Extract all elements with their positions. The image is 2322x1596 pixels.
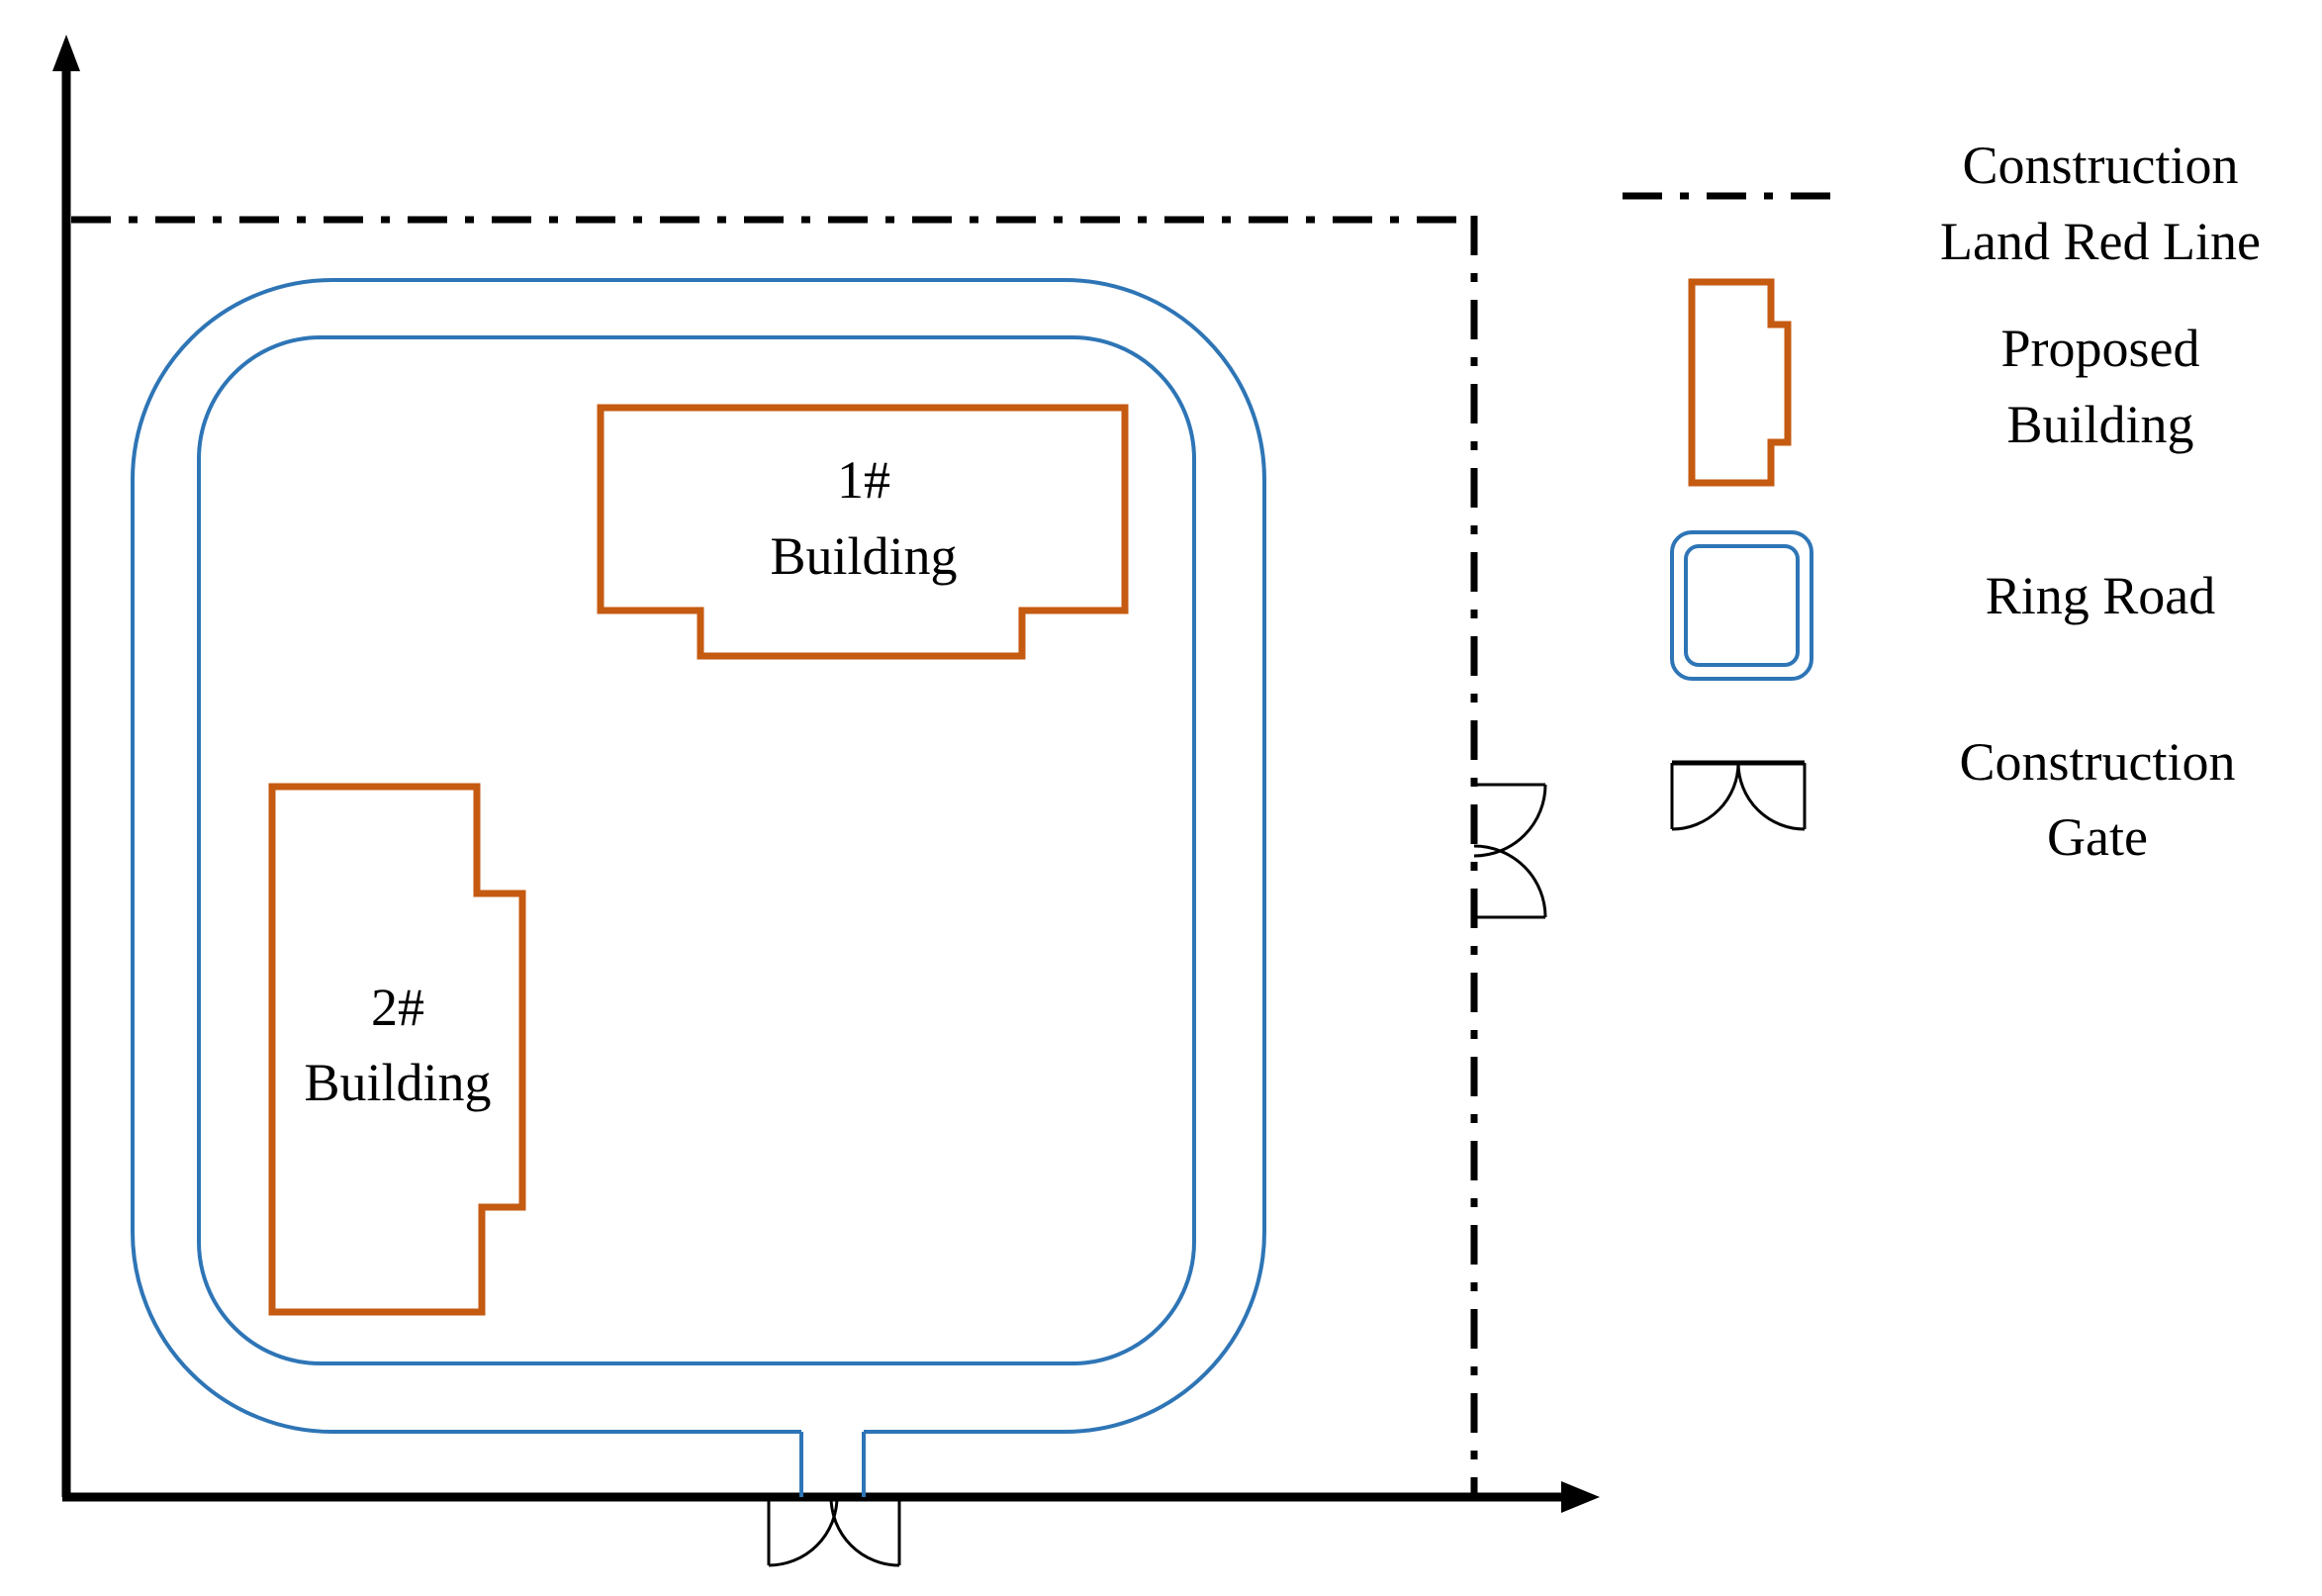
building-2-number: 2# xyxy=(371,978,424,1037)
gate-east-icon xyxy=(1473,783,1547,919)
legend-gate-icon xyxy=(1670,760,1807,831)
legend-building-icon xyxy=(1688,278,1792,487)
legend-gate-entry: Construction Gate xyxy=(1670,732,2236,867)
legend-ring-road-label: Ring Road xyxy=(1986,566,2216,625)
building-1-number: 1# xyxy=(837,450,890,510)
axes xyxy=(52,35,1600,1513)
building-2-outline xyxy=(268,783,526,1316)
legend-ring-road-icon-outer xyxy=(1670,530,1813,681)
x-axis-arrow-icon xyxy=(1561,1481,1600,1513)
legend-ring-road-icon-inner xyxy=(1684,544,1800,667)
building-2: 2# Building xyxy=(268,783,526,1316)
ring-road-inner-edge xyxy=(197,335,1196,1365)
legend-building-label-1: Proposed xyxy=(2001,319,2200,378)
building-2-label: Building xyxy=(304,1053,491,1112)
legend-red-line-label-2: Land Red Line xyxy=(1940,212,2261,271)
legend-building-entry: Proposed Building xyxy=(1688,278,2200,487)
building-1: 1# Building xyxy=(597,404,1129,660)
legend: Construction Land Red Line Proposed Buil… xyxy=(1623,136,2261,867)
y-axis-arrow-icon xyxy=(52,35,80,71)
building-1-outline xyxy=(597,404,1129,660)
legend-ring-road-entry: Ring Road xyxy=(1670,530,2216,681)
ring-road xyxy=(131,278,1266,1497)
building-1-label: Building xyxy=(770,526,957,586)
legend-gate-label-1: Construction xyxy=(1960,732,2236,792)
ring-road-outer-edge xyxy=(131,278,1266,1434)
legend-red-line-entry: Construction Land Red Line xyxy=(1623,136,2261,271)
legend-red-line-label-1: Construction xyxy=(1963,136,2239,195)
gate-south-icon xyxy=(767,1496,901,1567)
legend-building-label-2: Building xyxy=(2006,395,2193,454)
land-red-line xyxy=(71,216,1478,1497)
legend-gate-label-2: Gate xyxy=(2047,807,2148,867)
